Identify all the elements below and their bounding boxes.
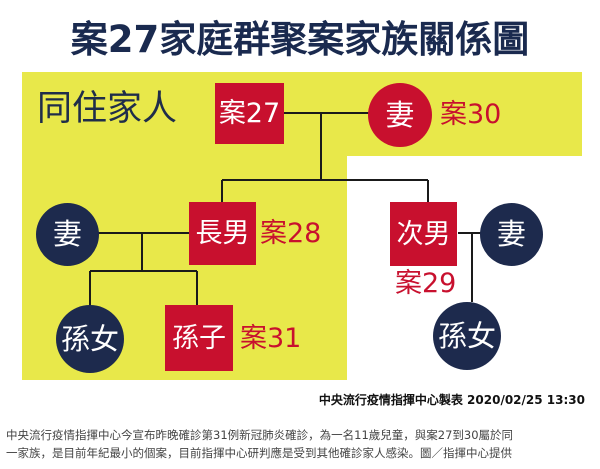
node-case27: 案27 [215, 83, 284, 144]
node-grandson: 孫子 [165, 305, 233, 371]
household-label: 同住家人 [37, 89, 178, 129]
node-case27-label: 案27 [218, 98, 281, 129]
node-eldest-son-label: 長男 [195, 218, 250, 249]
node-second-son-label: 次男 [396, 218, 451, 250]
node-granddaughter-left-label: 孫女 [60, 321, 119, 356]
case28-label: 案28 [260, 218, 322, 249]
node-grandson-label: 孫子 [172, 322, 226, 354]
node-second-son-wife: 妻 [480, 203, 543, 266]
node-wife-case30: 妻 [368, 83, 432, 147]
node-eldest-son: 長男 [189, 202, 256, 265]
caption-line-1: 中央流行疫情指揮中心今宣布昨晚確診第31例新冠肺炎確診，為一名11歲兒童，與案2… [6, 428, 514, 442]
photo-caption: 中央流行疫情指揮中心今宣布昨晚確診第31例新冠肺炎確診，為一名11歲兒童，與案2… [0, 419, 600, 469]
node-granddaughter-right: 孫女 [433, 302, 501, 370]
case29-label: 案29 [395, 268, 457, 299]
caption-line-2: 一家族，是目前年紀最小的個案，目前指揮中心研判應是受到其他確診家人感染。圖／指揮… [6, 446, 512, 460]
node-granddaughter-right-label: 孫女 [437, 318, 496, 353]
node-eldest-son-wife: 妻 [36, 203, 99, 266]
node-granddaughter-left: 孫女 [56, 305, 124, 373]
node-second-son: 次男 [390, 202, 457, 266]
household-region [22, 72, 582, 380]
diagram-title: 案27家庭群聚案家族關係圖 [70, 18, 530, 61]
node-eldest-son-wife-label: 妻 [52, 217, 82, 251]
node-wife-case30-label: 妻 [385, 97, 415, 132]
case31-label: 案31 [240, 323, 302, 354]
node-second-son-wife-label: 妻 [496, 217, 526, 251]
source-credit: 中央流行疫情指揮中心製表 2020/02/25 13:30 [318, 393, 585, 407]
case30-label: 案30 [440, 99, 502, 130]
